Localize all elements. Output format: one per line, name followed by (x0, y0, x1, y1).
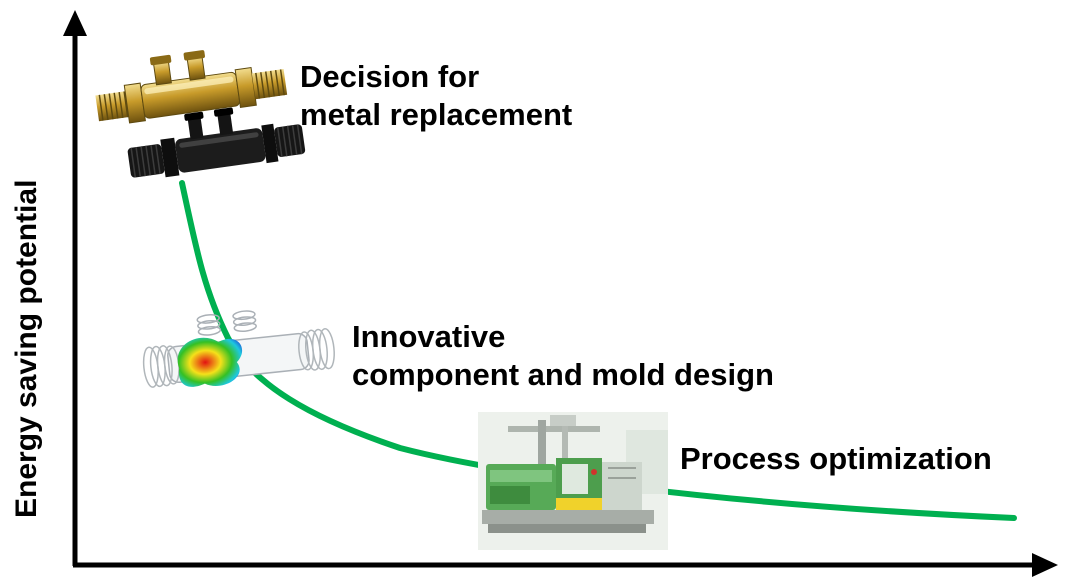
cad-simulation-image (136, 292, 341, 417)
cad-simulation-graphic (142, 310, 335, 388)
y-axis-label: Energy saving potential (10, 179, 43, 518)
x-axis-arrow-icon (1032, 553, 1058, 577)
molding-machine-image (478, 412, 668, 550)
energy-saving-curve (179, 180, 1017, 521)
stage-label-component-mold-design: Innovative component and mold design (352, 318, 774, 394)
stage-label-metal-replacement-line1: Decision for (300, 59, 480, 94)
black-valve-graphic (127, 107, 306, 178)
y-axis-arrow-icon (63, 10, 87, 36)
brass-valve-image (92, 36, 292, 151)
stage-label-metal-replacement-line2: metal replacement (300, 97, 573, 132)
black-plastic-valve-image (126, 98, 306, 198)
brass-valve-graphic (95, 50, 288, 124)
stage-label-component-mold-design-line1: Innovative (352, 319, 506, 354)
stage-label-component-mold-design-line2: component and mold design (352, 357, 774, 392)
stage-label-process-optimization: Process optimization (680, 440, 992, 478)
stage-label-metal-replacement: Decision for metal replacement (300, 58, 572, 134)
molding-machine-graphic (478, 412, 668, 550)
stage-label-process-optimization-line1: Process optimization (680, 441, 992, 476)
